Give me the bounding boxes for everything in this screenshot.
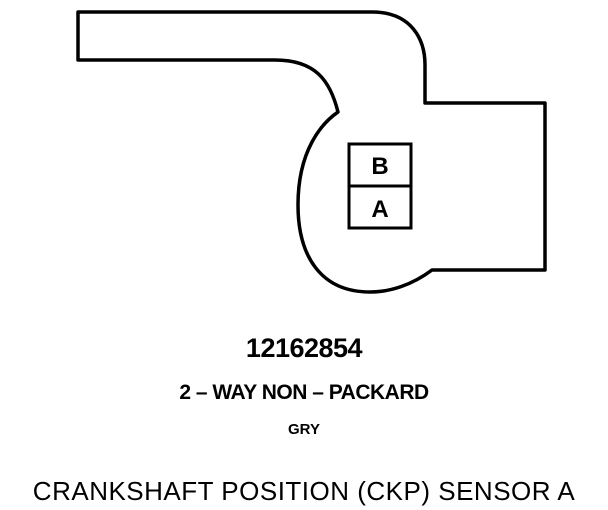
connector-housing-outline [76,10,547,294]
cavity-b-label: B [371,153,388,180]
connector-color: GRY [288,421,320,438]
cavity-grid: B A [347,142,413,230]
cavity-a-label: A [371,196,388,223]
connector-type: 2 – WAY NON – PACKARD [179,381,429,404]
connector-outline-drawing: B A [76,10,547,294]
component-name: CRANKSHAFT POSITION (CKP) SENSOR A [32,476,576,506]
part-number: 12162854 [245,333,363,363]
cavity-a-box [347,184,413,230]
